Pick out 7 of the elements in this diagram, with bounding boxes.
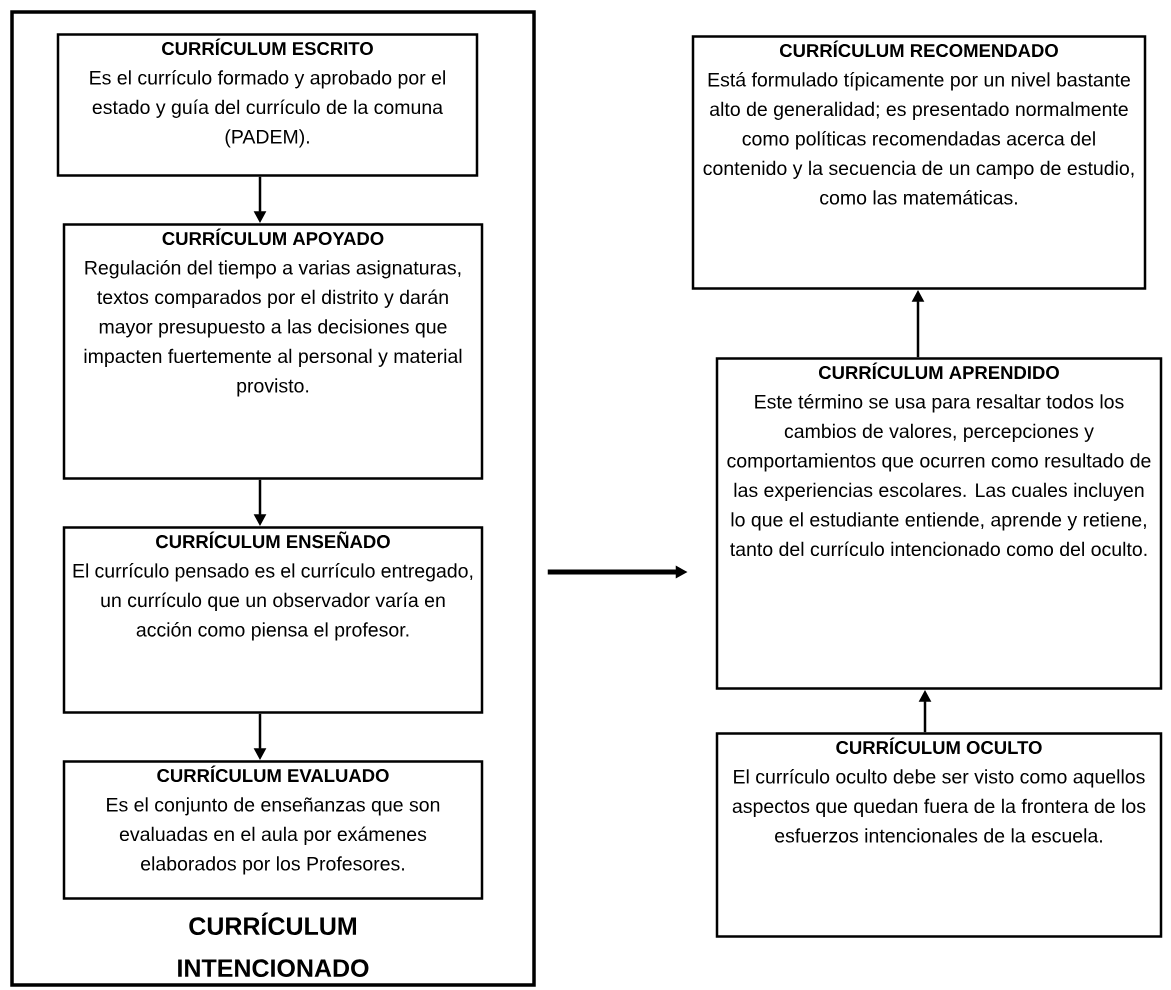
text-box: CURRÍCULUM ENSEÑADO El currículo pensado es el currículo entregado, un currículo que un observador varía en acción como piensa el profesor.	[62, 526, 484, 714]
text-box: CURRÍCULUM ESCRITO Es el currículo formado y aprobado por el estado y guía del currículo de la comuna (PADEM).	[56, 33, 479, 177]
text-box: CURRÍCULUM APOYADO Regulación del tiempo a varias asignaturas, textos comparados por el distrito y darán mayor presupuesto a las decisiones que impacten fuertemente al personal y material provisto.	[62, 223, 484, 480]
text-box: CURRÍCULUM RECOMENDADO Está formulado típicamente por un nivel bastante alto de generalidad; es presentado normalmente como políticas recomendadas acerca del contenido y la secuencia de un campo de estudio, como las matemáticas.	[691, 35, 1147, 290]
text-box: CURRÍCULUM OCULTO El currículo oculto debe ser visto como aquellos aspectos que quedan fuera de la frontera de los esfuerzos intencionales de la escuela.	[715, 732, 1163, 938]
text-box: CURRÍCULUM EVALUADO Es el conjunto de enseñanzas que son evaluadas en el aula por exámenes elaborados por los Profesores.	[62, 760, 484, 900]
text-box: CURRÍCULUM APRENDIDO Este término se usa para resaltar todos los cambios de valores, percepciones y comportamientos que ocurren como resultado de las experiencias escolares. Las cuales incluyen lo que el estudiante entiende, aprende y retiene, tanto del currículo intencionado como del oculto.	[715, 357, 1163, 690]
